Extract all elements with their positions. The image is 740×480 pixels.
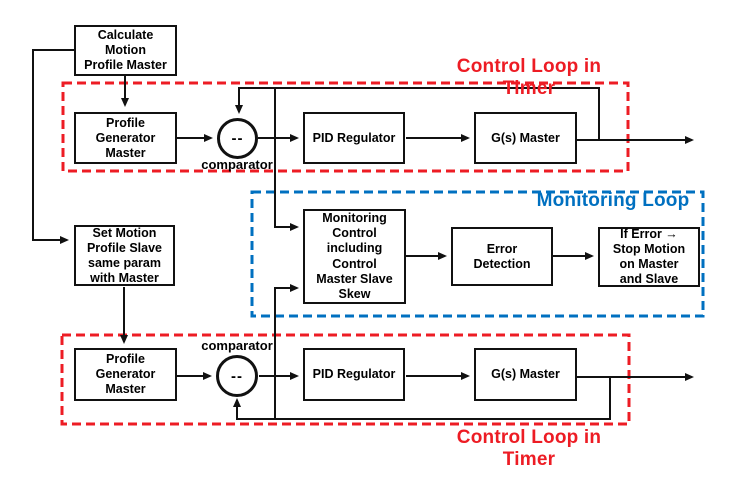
control-loop-top-label: Control Loop in Timer xyxy=(456,56,602,99)
calculate-motion-profile-master-box: Calculate Motion Profile Master xyxy=(74,25,177,76)
monitoring-control-box: Monitoring Control including Control Mas… xyxy=(303,209,406,304)
comparator-top-circle: -- xyxy=(217,118,258,159)
comparator-top-label: comparator xyxy=(201,157,273,172)
arrow-calc-to-set-motion xyxy=(32,49,74,244)
comparator-bottom-circle: -- xyxy=(216,355,258,397)
arrow-slave-signal-to-monitor xyxy=(274,284,299,419)
comparator-bottom-label: comparator xyxy=(201,338,273,353)
control-loop-top-region xyxy=(61,81,630,173)
feedback-top-loop xyxy=(235,87,600,140)
profile-generator-master-bottom-box: Profile Generator Master xyxy=(74,348,177,401)
profile-generator-master-top-box: Profile Generator Master xyxy=(74,112,177,164)
gs-master-top-box: G(s) Master xyxy=(474,112,577,164)
if-error-stop-motion-box: If Error → Stop Motion on Master and Sla… xyxy=(598,227,700,287)
pid-regulator-bottom-box: PID Regulator xyxy=(303,348,405,401)
arrow-master-signal-to-monitor xyxy=(274,88,299,231)
control-loop-bottom-region xyxy=(60,333,631,426)
feedback-bottom-loop xyxy=(233,377,611,420)
set-motion-profile-slave-box: Set Motion Profile Slave same param with… xyxy=(74,225,175,286)
control-loop-bottom-label: Control Loop in Timer xyxy=(456,427,602,470)
pid-regulator-top-box: PID Regulator xyxy=(303,112,405,164)
monitoring-loop-region xyxy=(250,190,705,318)
monitoring-loop-label: Monitoring Loop xyxy=(536,190,690,211)
gs-master-bottom-box: G(s) Master xyxy=(474,348,577,401)
error-detection-box: Error Detection xyxy=(451,227,553,286)
